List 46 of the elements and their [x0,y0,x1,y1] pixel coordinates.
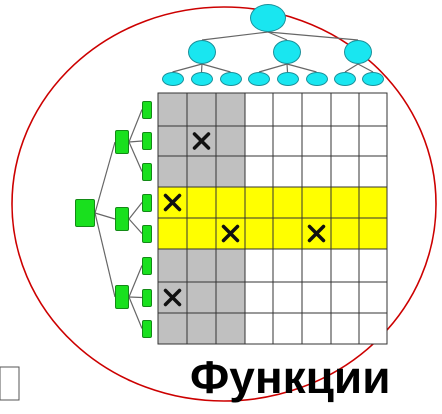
square-node [142,132,152,150]
square-node [142,288,152,306]
square-node [75,199,95,227]
connector-line [94,142,116,214]
square-node [115,207,129,231]
ellipse-node [344,40,372,64]
square-node [142,162,152,180]
square-node [142,256,152,274]
connector-line [128,202,142,220]
ellipse-node [334,72,356,86]
connector-line [200,64,203,72]
square-node [142,224,152,242]
connector-line [344,63,358,73]
connector-line [286,64,288,72]
connector-line [202,31,268,41]
square-node [142,320,152,338]
square-node [115,285,129,309]
connector-line [128,109,143,142]
connector-line [128,140,142,143]
connector-line [128,296,143,329]
ellipse-node [273,40,301,64]
connector-line [358,63,374,73]
connector-line [268,31,358,41]
ellipse-node [306,72,328,86]
ellipse-node [188,40,216,64]
ellipse-node [248,72,270,86]
connector-line [94,212,116,220]
ellipse-node [190,72,212,86]
connector-line [202,63,231,73]
connector-line [286,63,317,73]
square-node [142,100,152,118]
connector-line [128,142,143,172]
connector-line [258,63,288,73]
connector-line [128,296,142,298]
square-node [142,194,152,212]
connector-line [268,31,288,41]
connector-line [128,265,143,298]
ellipse-node [220,72,242,86]
ellipse-node [276,72,298,86]
connector-line [128,218,142,234]
connector-line [172,63,202,73]
ellipse-node [362,72,384,86]
square-node [115,130,129,154]
connector-line [94,212,116,298]
ellipse-node [250,4,286,32]
ellipse-node [162,72,184,86]
